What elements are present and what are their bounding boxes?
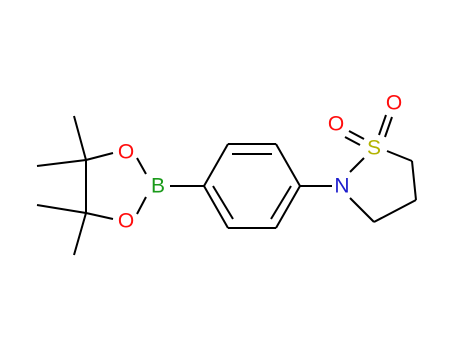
atom-nitrogen-label: N — [334, 175, 349, 198]
atom-boron-label: B — [151, 175, 165, 198]
bond-c1-methyl-left — [36, 159, 87, 167]
bond-c2-methyl-left — [36, 204, 87, 214]
bond-c1-o1 — [85, 152, 114, 161]
bond-n-s — [349, 157, 365, 173]
bond-ch2-s — [386, 150, 413, 162]
bond-o2-b — [136, 196, 147, 215]
bond-s-o-right-b — [384, 116, 393, 138]
bond-ring-1 — [203, 143, 229, 187]
bond-ring-6 — [203, 185, 229, 229]
bond-c1-methyl-top — [73, 115, 87, 161]
atom-oxygen-ring-lower-label: O — [118, 210, 134, 233]
bond-n-ch2 — [349, 197, 375, 223]
bond-s-o-left-a — [348, 130, 365, 140]
atom-oxygen-sulfonyl-right-label: O — [386, 92, 402, 115]
bond-o1-b — [136, 157, 147, 175]
atom-oxygen-ring-upper-label: O — [118, 141, 134, 164]
bond-s-o-left-b — [344, 136, 361, 146]
bond-ring-3 — [275, 143, 301, 187]
atom-oxygen-sulfonyl-left-label: O — [328, 113, 344, 136]
bond-ring-inner-right — [270, 185, 292, 220]
bond-c2-o2 — [85, 212, 114, 220]
bond-ch2-ch2 — [373, 199, 417, 223]
bond-s-o-right-a — [378, 114, 387, 136]
bond-ch2-ch2-b — [411, 160, 417, 201]
atom-sulfur-label: S — [367, 137, 381, 160]
bond-ring-4 — [275, 185, 301, 229]
bond-ring-inner-left — [212, 185, 234, 220]
bond-c2-methyl-bottom — [73, 212, 87, 256]
